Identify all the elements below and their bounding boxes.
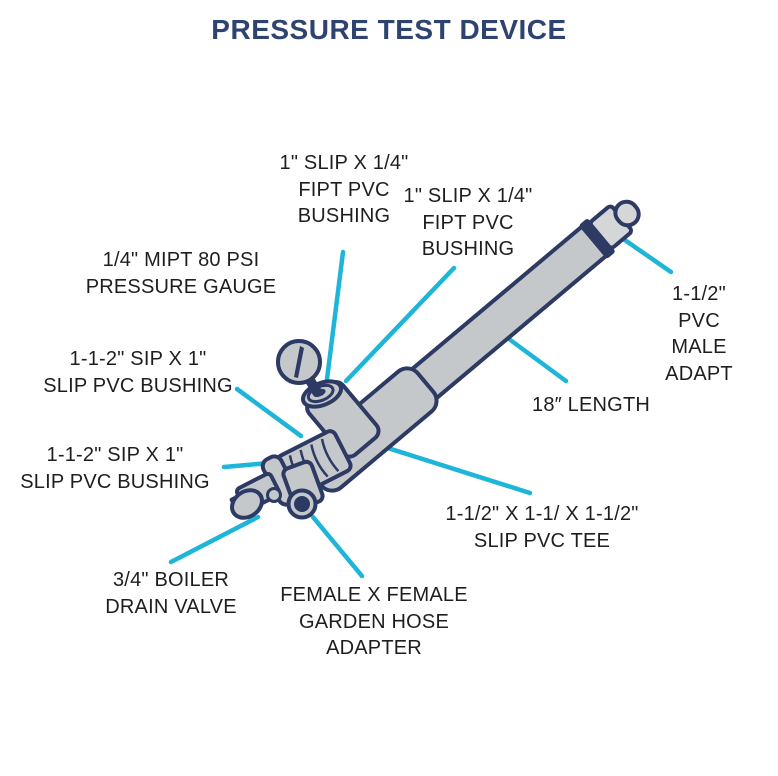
label-male-adapter: 1-1/2" PVC MALE ADAPT [665, 283, 733, 385]
hose-adapter-opening [294, 496, 310, 512]
label-drain-valve: 3/4" BOILER DRAIN VALVE [105, 569, 237, 618]
page-title: PRESSURE TEST DEVICE [211, 14, 567, 45]
drain-valve-drawing [230, 487, 282, 520]
label-slip-bushing-lower: 1-1-2" SIP X 1" SLIP PVC BUSHING [20, 444, 210, 493]
label-bushing-top-left: 1" SLIP X 1/4" FIPT PVC BUSHING [279, 152, 409, 227]
callout-line-bushing-top-right [343, 265, 457, 384]
callout-line-bushing-top-left [324, 249, 346, 382]
label-pressure-gauge: 1/4" MIPT 80 PSI PRESSURE GAUGE [85, 249, 277, 298]
male-adapter-band-drawing [579, 219, 615, 259]
callout-line-slip-bushing-upper [234, 386, 304, 439]
label-hose-adapter: FEMALE X FEMALE GARDEN HOSE ADAPTER [280, 584, 468, 659]
valve-spout [266, 487, 282, 503]
gauge-needle [294, 346, 304, 378]
pipe-axis-group [300, 199, 641, 493]
label-bushing-top-right: 1" SLIP X 1/4" FIPT PVC BUSHING [403, 185, 533, 260]
callout-line-hose-adapter [310, 514, 365, 579]
bushing-rib [320, 438, 340, 472]
hose-adapter-drawing [281, 459, 325, 520]
bushing-rib [310, 444, 329, 478]
callout-line-male-adapter [616, 233, 674, 275]
label-pipe-length: 18″ LENGTH [531, 394, 651, 416]
male-adapter-tip-drawing [613, 199, 641, 228]
valve-handle-disc [230, 488, 264, 520]
label-tee: 1-1/2" X 1-1/ X 1-1/2" SLIP PVC TEE [445, 503, 639, 552]
callout-line-pipe-length [506, 336, 569, 384]
callout-line-drain-valve [168, 514, 261, 565]
pressure-gauge-drawing [276, 339, 322, 397]
label-slip-bushing-upper: 1-1-2" SIP X 1" SLIP PVC BUSHING [43, 348, 233, 397]
